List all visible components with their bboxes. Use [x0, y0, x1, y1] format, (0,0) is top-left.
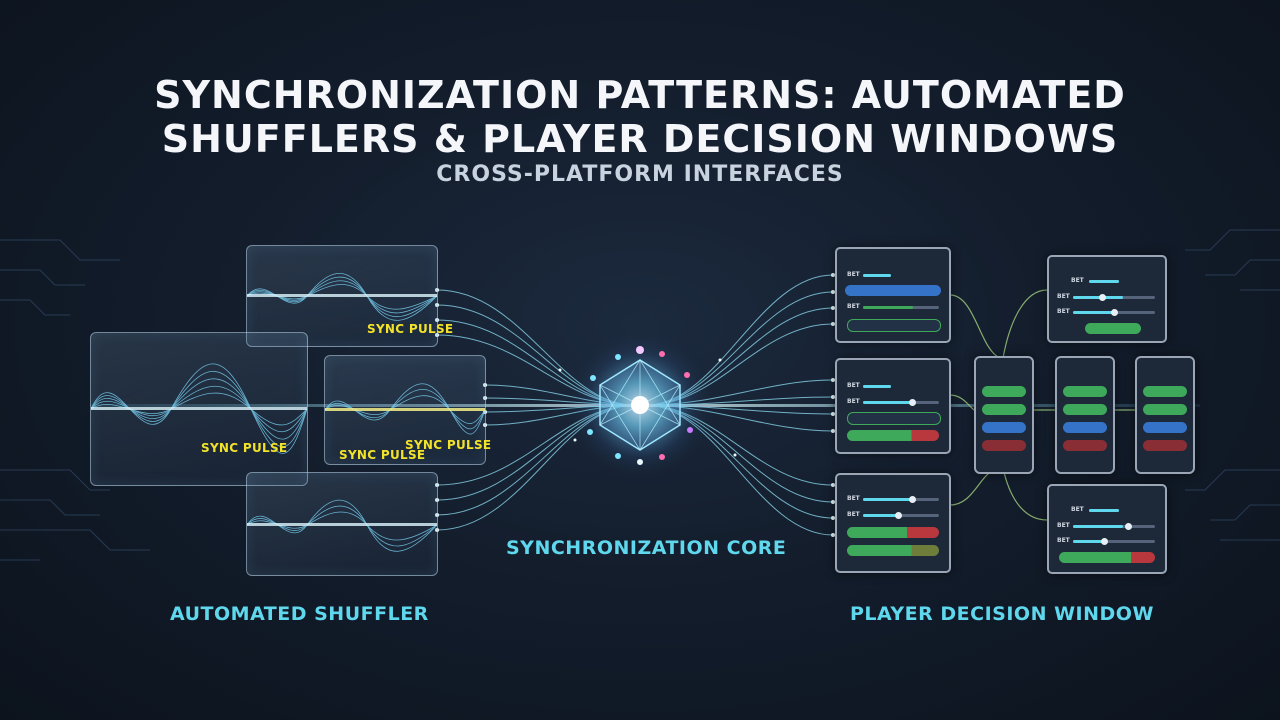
bet-label: BET	[1071, 506, 1084, 513]
bet-label: BET	[1057, 293, 1070, 300]
action-button[interactable]	[982, 422, 1026, 433]
sync-pulse-label: SYNC PULSE	[405, 438, 492, 452]
waveform-icon	[90, 363, 308, 454]
action-button[interactable]	[845, 285, 941, 296]
waveform-icon	[324, 383, 486, 435]
waveform-icon	[246, 273, 438, 321]
shuffler-panel-top: SYNC PULSE	[246, 245, 453, 347]
waveform-icon	[246, 499, 438, 552]
action-button[interactable]	[1143, 440, 1187, 451]
action-button[interactable]	[847, 412, 941, 425]
bet-label: BET	[1057, 537, 1070, 544]
shuffler-panel-bottom	[246, 472, 438, 576]
page-title-line1: SYNCHRONIZATION PATTERNS: AUTOMATED	[154, 73, 1126, 117]
bet-label: BET	[847, 398, 860, 405]
action-button[interactable]	[1063, 386, 1107, 397]
synchronization-core-label: SYNCHRONIZATION CORE	[506, 537, 787, 559]
bet-label: BET	[1057, 308, 1070, 315]
action-button[interactable]	[1143, 386, 1187, 397]
player-decision-window-label: PLAYER DECISION WINDOW	[850, 603, 1154, 625]
decision-tablet-2: BET BET	[835, 358, 951, 454]
action-button[interactable]	[1143, 422, 1187, 433]
action-button[interactable]	[1059, 552, 1155, 563]
decision-tablet-5: BET BET BET	[1047, 484, 1167, 574]
decision-phone-3	[1135, 356, 1195, 474]
sync-pulse-label: SYNC PULSE	[367, 322, 454, 336]
decision-tablet-3: BET BET	[835, 473, 951, 573]
bet-label: BET	[1057, 522, 1070, 529]
sync-pulse-label: SYNC PULSE	[201, 441, 288, 455]
action-button[interactable]	[847, 527, 939, 538]
action-button[interactable]	[982, 404, 1026, 415]
page-subtitle: CROSS-PLATFORM INTERFACES	[436, 162, 844, 187]
action-button[interactable]	[1143, 404, 1187, 415]
bet-label: BET	[847, 303, 860, 310]
synchronization-core-icon	[565, 330, 715, 480]
action-button[interactable]	[982, 386, 1026, 397]
bet-label: BET	[847, 382, 860, 389]
action-button[interactable]	[847, 430, 939, 441]
action-button[interactable]	[1085, 323, 1141, 334]
decision-tablet-4: BET BET BET	[1047, 255, 1167, 343]
bet-label: BET	[1071, 277, 1084, 284]
shuffler-panel-left: SYNC PULSE	[90, 332, 308, 486]
sync-pulse-label: SYNC PULSE	[339, 448, 426, 462]
decision-phone-2	[1055, 356, 1115, 474]
action-button[interactable]	[1063, 422, 1107, 433]
action-button[interactable]	[847, 319, 941, 332]
action-button[interactable]	[1063, 404, 1107, 415]
page-title-line2: SHUFFLERS & PLAYER DECISION WINDOWS	[161, 117, 1119, 161]
bet-label: BET	[847, 495, 860, 502]
automated-shuffler-label: AUTOMATED SHUFFLER	[170, 603, 429, 625]
decision-tablet-1: BET BET	[835, 247, 951, 343]
decision-phone-1	[974, 356, 1034, 474]
shuffler-panel-middle: SYNC PULSE SYNC PULSE	[324, 355, 491, 465]
action-button[interactable]	[1063, 440, 1107, 451]
bet-label: BET	[847, 271, 860, 278]
action-button[interactable]	[982, 440, 1026, 451]
bet-label: BET	[847, 511, 860, 518]
action-button[interactable]	[847, 545, 939, 556]
